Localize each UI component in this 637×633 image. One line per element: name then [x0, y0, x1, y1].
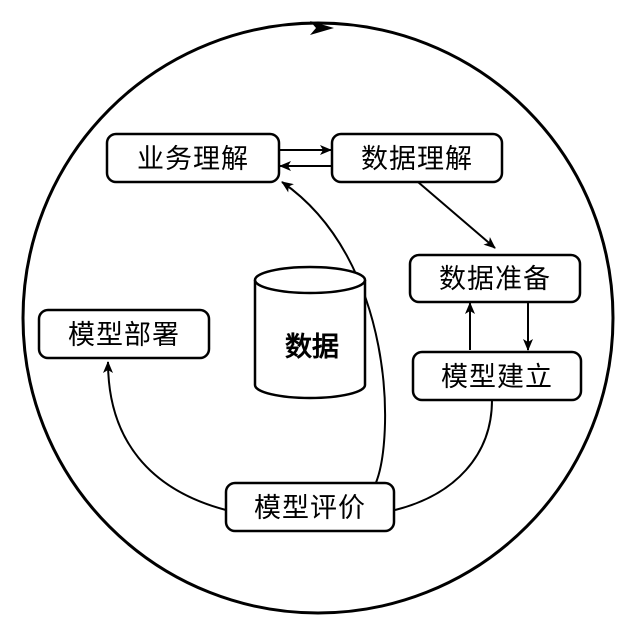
node-evaluation: 模型评价 [224, 481, 396, 533]
data-cylinder [253, 265, 367, 400]
node-data-understanding-label: 数据理解 [361, 144, 473, 175]
node-data-preparation-label: 数据准备 [439, 264, 551, 295]
node-deployment: 模型部署 [37, 308, 211, 360]
node-data-understanding: 数据理解 [330, 132, 504, 184]
node-modeling: 模型建立 [411, 350, 583, 402]
data-label: 数据 [285, 332, 339, 363]
node-modeling-label: 模型建立 [441, 362, 553, 393]
node-business-understanding-label: 业务理解 [137, 144, 249, 175]
curve-evaluation-to-deployment [103, 361, 227, 511]
curve-evaluation-to-business [281, 181, 387, 486]
arrow-data-understanding-to-preparation [417, 181, 496, 249]
node-business-understanding: 业务理解 [105, 132, 281, 184]
node-evaluation-label: 模型评价 [254, 493, 366, 524]
curve-modeling-to-evaluation [394, 399, 493, 511]
node-deployment-label: 模型部署 [68, 320, 180, 351]
node-data-preparation: 数据准备 [408, 253, 582, 304]
